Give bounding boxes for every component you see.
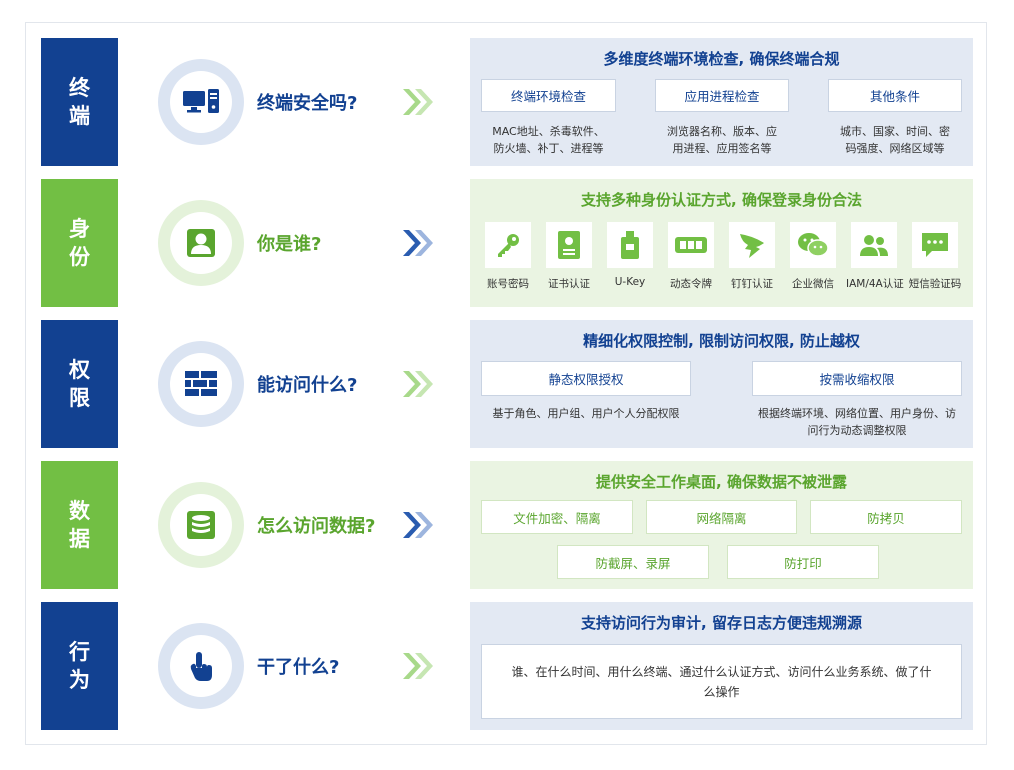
database-icon [187, 511, 215, 539]
row-label: 数 据 [41, 461, 118, 589]
icon-ring [158, 482, 244, 568]
panel-title: 支持多种身份认证方式, 确保登录身份合法 [581, 191, 862, 209]
auth-method-label: 短信验证码 [908, 278, 962, 290]
label-char: 限 [69, 386, 90, 410]
check-box: 其他条件 [828, 79, 962, 112]
auth-method-label: 企业微信 [792, 278, 834, 290]
permission-desc: 根据终端环境、网络位置、用户身份、访问行为动态调整权限 [758, 407, 956, 437]
data-protection-box: 网络隔离 [646, 500, 797, 534]
label-char: 端 [69, 104, 90, 128]
data-protection-box: 防截屏、录屏 [557, 545, 709, 579]
label-char: 终 [69, 76, 90, 100]
auth-method: U-Key [602, 222, 658, 288]
label-char: 份 [69, 245, 90, 269]
question-text: 能访问什么? [257, 375, 358, 396]
chevron-right-icon [403, 512, 433, 538]
token-icon [675, 237, 707, 253]
panel-title: 支持访问行为审计, 留存日志方便违规溯源 [581, 614, 862, 632]
auth-method-label: IAM/4A认证 [846, 278, 904, 290]
icon-ring [158, 341, 244, 427]
auth-method-label: 钉钉认证 [731, 278, 773, 290]
auth-method-label: 动态令牌 [670, 278, 712, 290]
check-box: 终端环境检查 [481, 79, 616, 112]
label-char: 据 [69, 527, 90, 551]
computer-icon [183, 89, 219, 113]
permission-box: 静态权限授权 [481, 361, 691, 396]
feature-panel: 多维度终端环境检查, 确保终端合规 终端环境检查 应用进程检查 其他条件 MAC… [470, 38, 973, 166]
user-icon [187, 229, 215, 257]
auth-method-label: U-Key [614, 276, 646, 288]
row-label: 行 为 [41, 602, 118, 730]
question-text: 干了什么? [257, 657, 340, 678]
key-icon [498, 234, 519, 257]
pointer-hand-icon [190, 652, 212, 681]
users-icon [860, 235, 888, 256]
check-desc: MAC地址、杀毒软件、防火墙、补丁、进程等 [492, 125, 605, 155]
row-label: 身 份 [41, 179, 118, 307]
auth-method: 短信验证码 [907, 222, 963, 291]
question-text: 终端安全吗? [257, 93, 358, 114]
row-data: 数 据 怎么访问数据? 提供安全工作桌面, 确保数据不被泄露 文件加密、隔离 网… [41, 461, 973, 589]
question-text: 怎么访问数据? [257, 516, 376, 537]
feature-panel: 支持多种身份认证方式, 确保登录身份合法 账号密码 证书认证 U-Key 动态令… [470, 179, 973, 307]
auth-method: 钉钉认证 [724, 222, 780, 291]
data-protection-box: 防拷贝 [810, 500, 962, 534]
data-protection-box: 防打印 [727, 545, 879, 579]
feature-panel: 精细化权限控制, 限制访问权限, 防止越权 静态权限授权 按需收缩权限 基于角色… [470, 320, 973, 448]
row-permission: 权 限 能访问什么? 精细化权限控制, 限制访问权限, 防止越权 静态权限授权 … [41, 320, 973, 448]
check-desc: 城市、国家、时间、密码强度、网络区域等 [840, 125, 950, 155]
row-label: 终 端 [41, 38, 118, 166]
chevron-right-icon [403, 371, 433, 397]
icon-ring [158, 623, 244, 709]
label-char: 数 [69, 499, 90, 523]
diagram-frame [25, 22, 987, 745]
row-behavior: 行 为 干了什么? 支持访问行为审计, 留存日志方便违规溯源 谁、在什么时间、用… [41, 602, 973, 730]
label-char: 行 [69, 640, 90, 664]
row-label: 权 限 [41, 320, 118, 448]
certificate-icon [558, 231, 580, 259]
panel-title: 精细化权限控制, 限制访问权限, 防止越权 [583, 332, 860, 350]
permission-desc: 基于角色、用户组、用户个人分配权限 [492, 407, 680, 420]
auth-method-label: 账号密码 [487, 278, 529, 290]
auth-method: 动态令牌 [663, 222, 719, 291]
row-identity: 身 份 你是谁? 支持多种身份认证方式, 确保登录身份合法 账号密码 证书认证 … [41, 179, 973, 307]
auth-method: IAM/4A认证 [846, 222, 904, 291]
label-char: 权 [69, 358, 90, 382]
check-box: 应用进程检查 [655, 79, 789, 112]
dingtalk-icon [740, 234, 764, 258]
brick-wall-icon [185, 371, 217, 396]
panel-title: 多维度终端环境检查, 确保终端合规 [603, 50, 840, 68]
feature-panel: 支持访问行为审计, 留存日志方便违规溯源 谁、在什么时间、用什么终端、通过什么认… [470, 602, 973, 730]
sms-icon [922, 233, 948, 257]
label-char: 为 [69, 668, 90, 692]
panel-title: 提供安全工作桌面, 确保数据不被泄露 [596, 473, 847, 491]
label-char: 身 [69, 217, 90, 241]
icon-ring [158, 200, 244, 286]
auth-method: 企业微信 [785, 222, 841, 291]
feature-panel: 提供安全工作桌面, 确保数据不被泄露 文件加密、隔离 网络隔离 防拷贝 防截屏、… [470, 461, 973, 589]
data-protection-box: 文件加密、隔离 [481, 500, 633, 534]
check-desc: 浏览器名称、版本、应用进程、应用签名等 [667, 125, 777, 155]
permission-box: 按需收缩权限 [752, 361, 962, 396]
wechat-icon [798, 233, 829, 257]
chevron-right-icon [403, 89, 433, 115]
row-terminal: 终 端 终端安全吗? 多维度终端环境检查, 确保终端合规 终端环境检查 应用进程… [41, 38, 973, 166]
auth-method: 账号密码 [480, 222, 536, 291]
icon-ring [158, 59, 244, 145]
question-text: 你是谁? [257, 234, 322, 255]
auth-method: 证书认证 [541, 222, 597, 291]
usb-key-icon [621, 231, 639, 259]
auth-method-label: 证书认证 [548, 278, 590, 290]
audit-description: 谁、在什么时间、用什么终端、通过什么认证方式、访问什么业务系统、做了什 么操作 [481, 644, 962, 719]
chevron-right-icon [403, 653, 433, 679]
chevron-right-icon [403, 230, 433, 256]
